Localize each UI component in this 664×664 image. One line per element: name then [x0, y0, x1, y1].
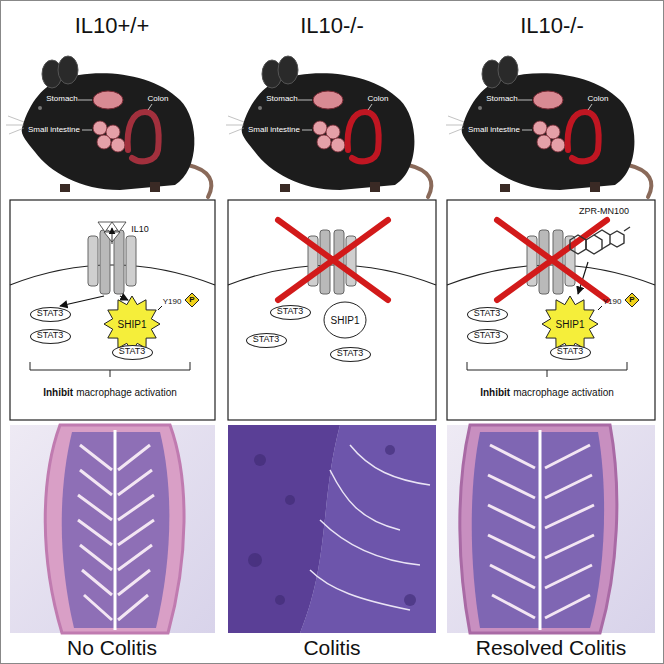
node-text: STAT3: [474, 309, 501, 319]
effect-line: Inhibitmacrophage activation: [480, 387, 614, 398]
panels: [10, 200, 655, 420]
stat3-protein: STAT3: [467, 307, 508, 322]
organ-label: Colon: [588, 95, 609, 104]
node-text: STAT3: [277, 307, 304, 317]
node-text: STAT3: [37, 309, 64, 319]
outcome-label: No Colitis: [67, 636, 157, 659]
mouse: [6, 56, 211, 197]
stat3-protein: STAT3: [270, 305, 311, 320]
node-text: P: [629, 296, 634, 305]
residue-label: Y190: [163, 298, 182, 307]
stat3-protein: STAT3: [467, 329, 508, 344]
organ-label: Stomach: [46, 95, 78, 104]
node-text: P: [189, 296, 194, 305]
stat3-protein: STAT3: [30, 307, 71, 322]
residue-label: Y190: [603, 298, 622, 307]
effect-verb: Inhibit: [43, 387, 73, 398]
node-text: SHIP1: [556, 319, 585, 330]
stat3-protein: STAT3: [246, 333, 287, 348]
stat3-protein: STAT3: [330, 347, 371, 362]
stat3-protein: STAT3: [112, 345, 153, 360]
genotype-heading: IL10-/-: [300, 14, 364, 38]
node-text: SHIP1: [118, 319, 147, 330]
effect-verb: Inhibit: [480, 387, 510, 398]
effect-line: Inhibitmacrophage activation: [43, 387, 177, 398]
node-text: STAT3: [474, 331, 501, 341]
organ-label: Stomach: [266, 95, 298, 104]
drug-label: ZPR-MN100: [579, 207, 629, 217]
node-text: STAT3: [253, 335, 280, 345]
outcome-label: Colitis: [303, 636, 360, 659]
red-x: [278, 220, 607, 300]
organ-label: Stomach: [486, 95, 518, 104]
stat3-protein: STAT3: [550, 345, 591, 360]
mouse: [446, 56, 651, 197]
genotype-heading: IL10+/+: [75, 14, 150, 38]
phospho-link: [158, 306, 602, 310]
mouse: [226, 56, 431, 197]
steroid: [570, 227, 630, 254]
ship1-inactive: SHIP1: [323, 301, 367, 339]
node-text: SHIP1: [331, 315, 360, 326]
histology: [10, 425, 655, 633]
phospho-tag: P: [184, 292, 200, 308]
organ-label: Colon: [368, 95, 389, 104]
effect-text: macrophage activation: [76, 387, 177, 398]
organ-label: Colon: [148, 95, 169, 104]
stat3-protein: STAT3: [30, 329, 71, 344]
phospho-tag: P: [624, 292, 640, 308]
organs: [298, 91, 379, 161]
arrow: [112, 228, 113, 244]
ligand-label: IL10: [131, 225, 149, 235]
organ-label: Small intestine: [248, 126, 300, 135]
organs: [518, 91, 599, 161]
genotype-heading: IL10-/-: [520, 14, 584, 38]
organ-label: Small intestine: [468, 126, 520, 135]
node-text: STAT3: [119, 347, 146, 357]
organs: [78, 91, 159, 161]
brackets: [30, 362, 627, 377]
node-text: STAT3: [557, 347, 584, 357]
node-text: STAT3: [37, 331, 64, 341]
node-text: STAT3: [337, 349, 364, 359]
effect-text: macrophage activation: [513, 387, 614, 398]
organ-label: Small intestine: [28, 126, 80, 135]
outcome-label: Resolved Colitis: [476, 636, 627, 659]
